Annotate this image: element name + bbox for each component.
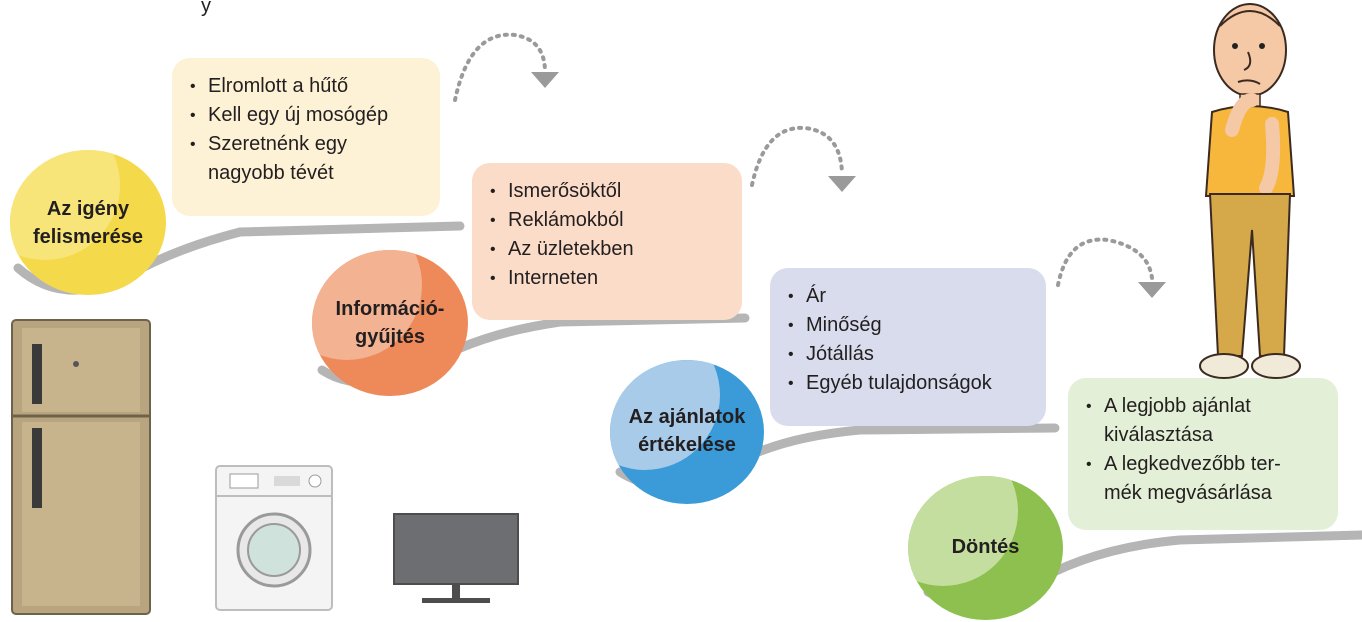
dotted-arrow-1 bbox=[453, 32, 547, 102]
step-1-item: Kell egy új mosógép bbox=[188, 101, 424, 130]
step-4-list: A legjobb ajánlat kiválasztása A legkedv… bbox=[1084, 392, 1322, 508]
step-1-item: Szeretnénk egy bbox=[188, 130, 424, 159]
step-4-item-continuation: kiválasztása bbox=[1104, 424, 1213, 446]
step-1-item-continuation: nagyobb tévét bbox=[208, 162, 334, 184]
step-3-item: Minőség bbox=[786, 311, 1030, 340]
step-2-item: Ismerősöktől bbox=[488, 177, 726, 206]
dotted-arrow-3 bbox=[1056, 237, 1154, 287]
step-3-item: Ár bbox=[786, 282, 1030, 311]
step-3-item: Egyéb tulajdonságok bbox=[786, 369, 1030, 398]
step-3-item: Jótállás bbox=[786, 340, 1030, 369]
dotted-arrow-2 bbox=[750, 125, 844, 187]
step-4-item: A legjobb ajánlat bbox=[1084, 392, 1322, 421]
television-icon bbox=[393, 513, 519, 603]
step-4-box: A legjobb ajánlat kiválasztása A legkedv… bbox=[1068, 378, 1338, 530]
step-2-title-line1: Információ- bbox=[335, 298, 445, 320]
intro-text-fragment: y bbox=[201, 0, 211, 17]
step-4-title-line1: Döntés bbox=[951, 536, 1020, 558]
step-1-title-line1: Az igény bbox=[46, 198, 130, 220]
step-4-item-continuation: mék megvásárlása bbox=[1104, 482, 1272, 504]
step-1-circle: Az igény felismerése bbox=[10, 150, 166, 295]
step-3-circle: Az ajánlatok értékelése bbox=[610, 360, 764, 504]
step-1-list: Elromlott a hűtő Kell egy új mosógép Sze… bbox=[188, 72, 424, 188]
step-3-box: Ár Minőség Jótállás Egyéb tulajdonságok bbox=[770, 268, 1046, 426]
step-2-list: Ismerősöktől Reklámokból Az üzletekben I… bbox=[488, 177, 726, 293]
washing-machine-icon bbox=[215, 465, 333, 611]
step-3-title-line2: értékelése bbox=[638, 434, 736, 456]
step-4-circle: Döntés bbox=[908, 476, 1063, 620]
step-3-title-line1: Az ajánlatok bbox=[628, 406, 746, 428]
step-2-item: Interneten bbox=[488, 264, 726, 293]
step-1-title-line2: felismerése bbox=[32, 226, 144, 248]
step-4-item: A legkedvezőbb ter- bbox=[1084, 450, 1322, 479]
step-2-item: Az üzletekben bbox=[488, 235, 726, 264]
step-2-box: Ismerősöktől Reklámokból Az üzletekben I… bbox=[472, 163, 742, 320]
step-1-box: Elromlott a hűtő Kell egy új mosógép Sze… bbox=[172, 58, 440, 216]
refrigerator-icon bbox=[11, 319, 151, 615]
step-1-item: Elromlott a hűtő bbox=[188, 72, 424, 101]
arrowhead-2 bbox=[828, 176, 856, 192]
step-2-item: Reklámokból bbox=[488, 206, 726, 235]
arrowhead-1 bbox=[531, 72, 559, 88]
arrowhead-3 bbox=[1138, 282, 1166, 298]
step-2-title-line2: gyűjtés bbox=[354, 326, 426, 348]
step-3-list: Ár Minőség Jótállás Egyéb tulajdonságok bbox=[786, 282, 1030, 398]
circle-highlight bbox=[908, 476, 1018, 586]
thinking-man-figure bbox=[1199, 3, 1301, 379]
step-2-circle: Információ- gyűjtés bbox=[312, 250, 468, 396]
